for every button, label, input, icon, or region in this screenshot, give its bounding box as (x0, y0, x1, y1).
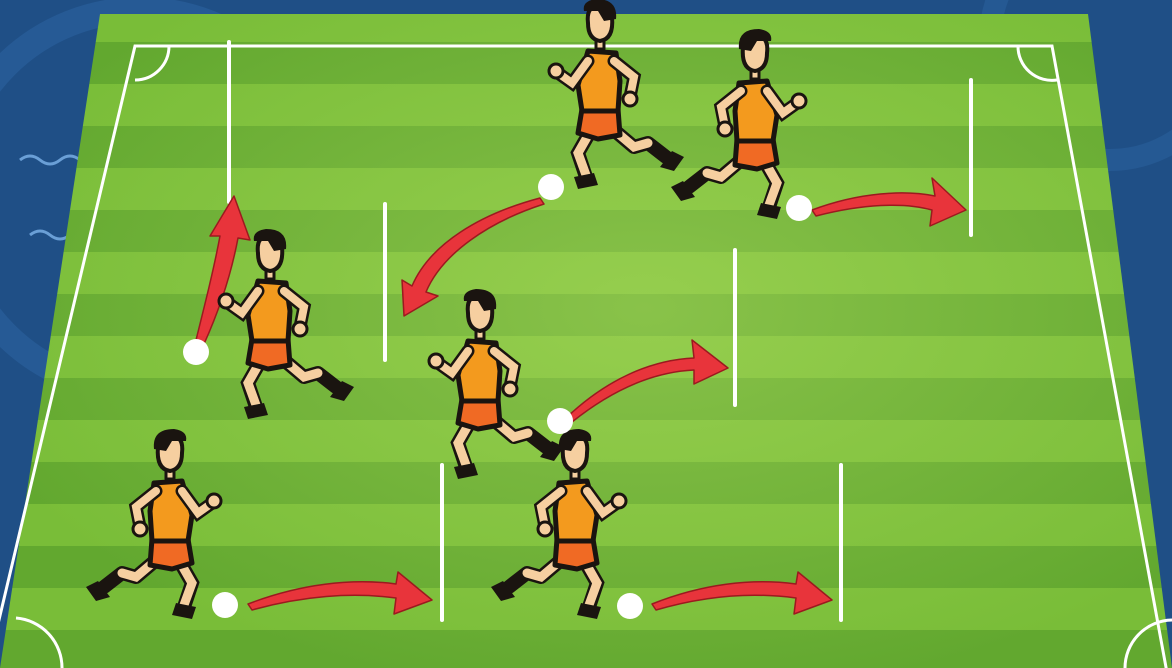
ball (617, 593, 643, 619)
ball (538, 174, 564, 200)
ball (786, 195, 812, 221)
ball (212, 592, 238, 618)
ball (183, 339, 209, 365)
ball (547, 408, 573, 434)
